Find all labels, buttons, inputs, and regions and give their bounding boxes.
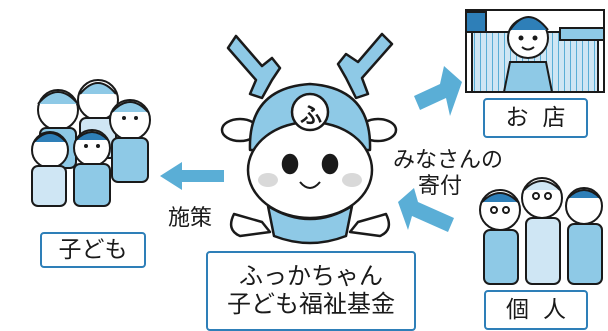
individual-label: 個人 [484,290,588,330]
child-figure [109,99,151,183]
fund-name-box: ふっかちゃん 子ども福祉基金 [206,251,416,331]
donation-label-line1: みなさんの [393,148,504,173]
child-figure [31,131,69,207]
mascot-left-eye [281,153,299,175]
mascot-right-horn [336,32,394,100]
policy-label: 施策 [168,206,213,231]
person-figure [521,177,563,285]
mascot-left-foot [229,212,272,238]
shopkeeper-body [502,61,554,93]
mascot-fukka-chan [220,32,398,245]
donation-label-line2: 寄付 [418,174,463,199]
mascot-right-cheek [342,173,362,187]
children-label: 子ども [40,232,146,268]
mascot-left-horn [226,34,282,100]
child-figure [73,129,111,207]
mascot-right-eye [321,153,339,175]
mascot-body [266,204,354,245]
mascot-left-cheek [258,173,278,187]
mascot-face [246,120,374,220]
mascot-hat-emblem [290,92,330,132]
arrow-from-individuals [398,188,454,232]
arrow-from-shop [414,66,462,116]
individuals-illustration [479,177,603,285]
arrow-to-children [160,162,224,190]
shop-label: お店 [483,98,588,138]
children-illustration [31,79,151,207]
fund-name-line2: 子ども福祉基金 [227,290,395,318]
shopkeeper-hair [509,16,549,31]
mascot-mouth [299,181,321,189]
shop-awning [559,27,605,41]
shop-illustration [465,9,605,93]
mascot-hat-letter: ふ [300,104,323,129]
person-figure [565,187,603,285]
mascot-right-foot [348,212,391,238]
parking-sign [465,11,487,33]
person-figure [479,189,521,285]
fund-name-line1: ふっかちゃん [239,262,383,291]
